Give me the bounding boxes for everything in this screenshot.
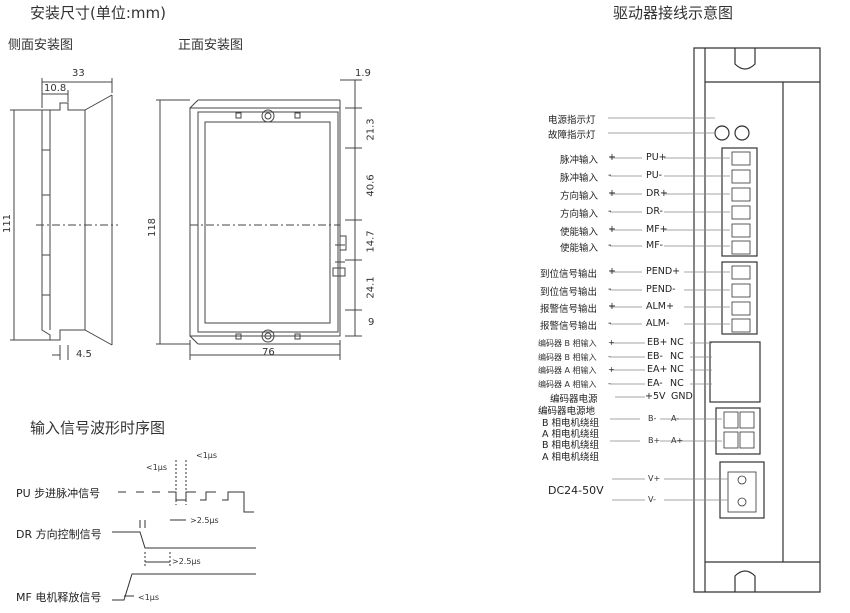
signal-sign: - [608, 206, 612, 217]
output-sign: + [608, 301, 616, 312]
signal-sign: + [608, 152, 616, 163]
encoder-power-label: 编码器电源 [550, 394, 598, 405]
dim-seg2: 40.6 [365, 174, 377, 197]
signal-pin: MF+ [646, 224, 668, 235]
timing-title: 输入信号波形时序图 [30, 419, 166, 437]
encoder-sign: + [608, 365, 615, 374]
signal-label: 方向输入 [560, 191, 599, 202]
dim-front-height: 118 [147, 217, 159, 238]
driver-drawing [693, 47, 821, 593]
output-label: 到位信号输出 [540, 287, 598, 298]
vminus-label: V- [648, 495, 656, 504]
encoder-sign: + [608, 338, 615, 347]
encoder-sign: - [608, 352, 611, 361]
dim-front-width: 76 [262, 347, 275, 358]
supply-label: DC24-50V [548, 484, 604, 497]
motor-label: B 相电机绕组 [542, 440, 600, 451]
wiring-title: 驱动器接线示意图 [613, 4, 734, 22]
encoder-pin: EB- [647, 351, 663, 362]
signal-pin: PU- [646, 170, 663, 181]
side-view-drawing [10, 78, 118, 360]
dim-seg5: 9 [368, 317, 375, 328]
encoder-label: 编码器 A 相输入 [538, 380, 597, 389]
output-label: 报警信号输出 [540, 304, 598, 315]
encoder-nc: NC [670, 364, 684, 375]
encoder-power-pin: +5V [645, 391, 666, 402]
timing-t3: >2.5μs [190, 516, 219, 525]
indicator-power-label: 电源指示灯 [548, 115, 596, 126]
motor-pin: A+ [671, 436, 684, 445]
dim-seg1: 21.3 [365, 118, 377, 141]
signal-sign: + [608, 224, 616, 235]
dim-side-height: 111 [2, 213, 14, 234]
encoder-sign: - [608, 379, 611, 388]
signal-pin: DR+ [646, 188, 668, 199]
signal-sign: - [608, 170, 612, 181]
leader-lines [608, 117, 730, 501]
encoder-label: 编码器 B 相输入 [538, 353, 597, 362]
encoder-pin: EA+ [647, 364, 668, 375]
timing-t1: <1μs [146, 463, 168, 472]
encoder-nc: NC [670, 337, 684, 348]
timing-drawing [112, 460, 256, 601]
dim-seg3: 14.7 [365, 230, 377, 253]
timing-dr-label: DR 方向控制信号 [16, 528, 102, 541]
dim-side-bottom: 4.5 [76, 349, 92, 360]
encoder-gnd-pin: GND [671, 391, 693, 402]
dim-seg4: 24.1 [365, 276, 377, 299]
signal-sign: + [608, 188, 616, 199]
motor-label: A 相电机绕组 [542, 452, 600, 463]
signal-label: 方向输入 [560, 209, 599, 220]
signal-sign: - [608, 240, 612, 251]
output-pin: PEND+ [646, 266, 681, 277]
output-sign: - [608, 318, 612, 329]
signal-label: 脉冲输入 [560, 173, 599, 184]
output-pin: PEND- [646, 284, 676, 295]
timing-t5: <1μs [138, 593, 160, 602]
timing-pu-label: PU 步进脉冲信号 [16, 487, 101, 500]
signal-label: 使能输入 [560, 227, 599, 238]
output-sign: + [608, 266, 616, 277]
signal-pin: MF- [646, 240, 664, 251]
motor-label: B 相电机绕组 [542, 418, 600, 429]
side-view-title: 侧面安装图 [8, 38, 74, 53]
output-pin: ALM- [646, 318, 670, 329]
motor-pin: B- [648, 414, 657, 423]
output-pin: ALM+ [646, 301, 674, 312]
motor-pin: B+ [648, 436, 661, 445]
timing-mf-label: MF 电机释放信号 [16, 591, 102, 604]
encoder-nc: NC [670, 351, 684, 362]
encoder-gnd-label: 编码器电源地 [538, 406, 596, 417]
encoder-pin: EA- [647, 378, 663, 389]
signal-label: 脉冲输入 [560, 155, 599, 166]
timing-t2: <1μs [196, 451, 218, 460]
signal-label: 使能输入 [560, 243, 599, 254]
motor-label: A 相电机绕组 [542, 429, 600, 440]
timing-t4: >2.5μs [172, 557, 201, 566]
dim-side-width: 33 [72, 68, 85, 79]
vplus-label: V+ [648, 474, 661, 483]
signal-pin: PU+ [646, 152, 667, 163]
install-size-title: 安装尺寸(单位:mm) [30, 4, 166, 22]
output-sign: - [608, 284, 612, 295]
indicator-fault-label: 故障指示灯 [548, 130, 596, 141]
encoder-nc: NC [670, 378, 684, 389]
encoder-label: 编码器 B 相输入 [538, 339, 597, 348]
front-view-title: 正面安装图 [178, 38, 244, 53]
connector-pins [723, 151, 757, 513]
output-label: 到位信号输出 [540, 269, 598, 280]
dim-side-slot: 10.8 [44, 83, 67, 94]
encoder-pin: EB+ [647, 337, 668, 348]
signal-pin: DR- [646, 206, 663, 217]
front-view-drawing [156, 79, 362, 360]
dim-front-top: 1.9 [355, 68, 371, 79]
motor-pin: A- [671, 414, 680, 423]
encoder-label: 编码器 A 相输入 [538, 366, 597, 375]
output-label: 报警信号输出 [540, 321, 598, 332]
